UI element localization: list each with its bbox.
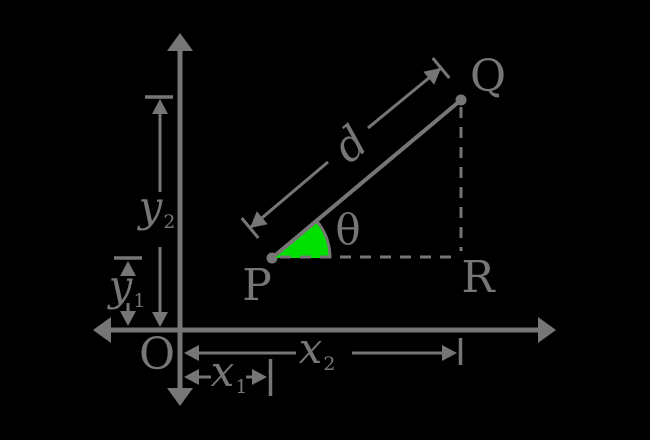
x1-left-arrowhead <box>184 369 199 385</box>
y1-base: y <box>108 261 133 311</box>
x2-measure-label: x2 <box>299 328 336 374</box>
x2-right-arrowhead <box>442 345 457 361</box>
x1-subscript: 1 <box>235 375 248 398</box>
angle-arc <box>315 219 332 259</box>
y1-up-arrowhead <box>120 261 136 276</box>
y1-subscript: 1 <box>133 289 146 312</box>
angle-theta-label: θ <box>335 205 361 254</box>
point-p-label: P <box>242 260 272 311</box>
d-lower-shaft <box>249 160 329 230</box>
d-upper-shaft <box>367 66 442 130</box>
x1-base: x <box>210 347 235 397</box>
x2-left-arrowhead <box>184 345 199 361</box>
x2-subscript: 2 <box>323 352 336 375</box>
y2-subscript: 2 <box>163 210 176 233</box>
y1-down-arrowhead <box>120 311 136 326</box>
x2-base: x <box>298 324 323 374</box>
y2-up-arrowhead <box>152 99 168 114</box>
y-axis-down-arrowhead <box>167 388 193 406</box>
x-axis-right-arrowhead <box>538 317 556 343</box>
d-lower-tick <box>240 217 260 239</box>
pq-segment <box>270 98 463 260</box>
y2-base: y <box>138 182 163 232</box>
angle-wedge <box>272 220 330 258</box>
overlay-lines-group <box>240 57 463 260</box>
y1-measure-label: y1 <box>109 265 146 311</box>
point-q-label: Q <box>469 51 507 102</box>
x1-measure-label: x1 <box>211 351 248 397</box>
lines-group <box>108 48 541 396</box>
y-axis-up-arrowhead <box>167 33 193 51</box>
y2-measure-label: y2 <box>139 186 176 232</box>
y2-down-arrowhead <box>152 312 168 327</box>
origin-label: O <box>138 329 176 380</box>
x1-right-arrowhead <box>252 369 267 385</box>
point-r-label: R <box>461 252 495 303</box>
d-upper-tick <box>431 57 451 79</box>
x-axis-left-arrowhead <box>93 317 111 343</box>
